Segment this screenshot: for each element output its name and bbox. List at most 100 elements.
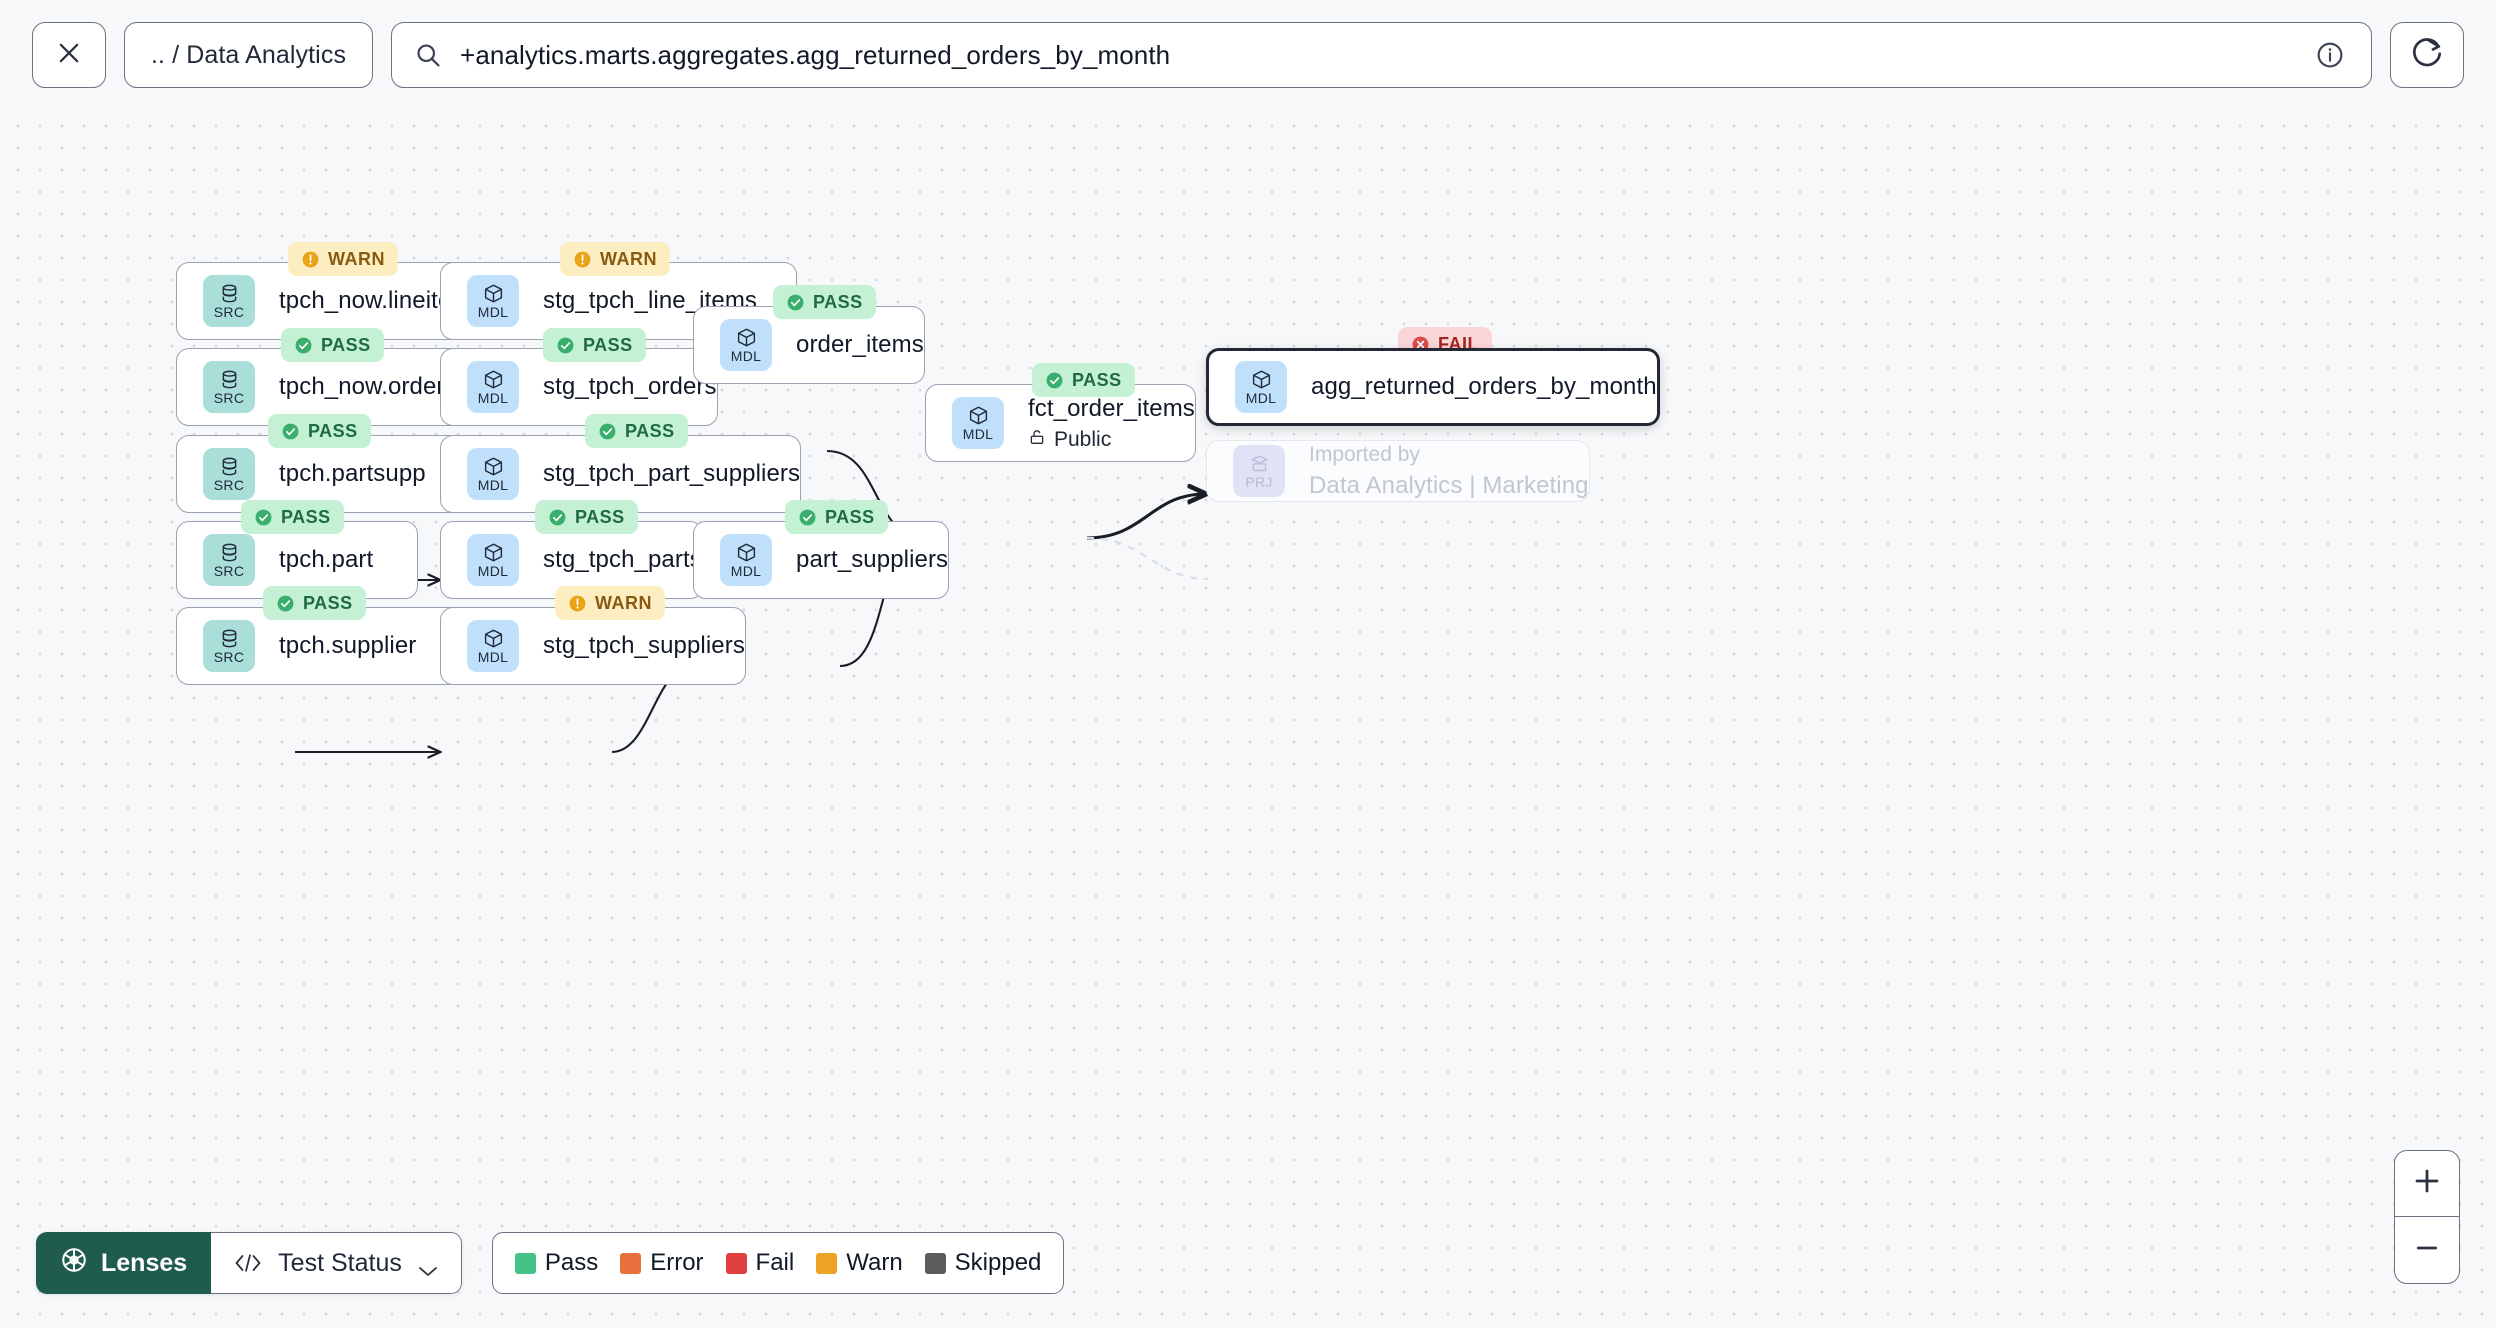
mdl-type-icon: MDL <box>467 361 519 413</box>
legend-label: Error <box>650 1249 704 1276</box>
src-type-icon: SRC <box>203 275 255 327</box>
status-label: WARN <box>595 592 652 613</box>
lenses-button[interactable]: Lenses <box>36 1232 212 1294</box>
src-type-icon: SRC <box>203 361 255 413</box>
plus-icon <box>2412 1166 2442 1201</box>
lineage-node-order_items[interactable]: MDL order_items <box>693 306 925 384</box>
pass-icon <box>1045 371 1064 390</box>
node-kind-label: MDL <box>477 563 509 579</box>
pass-icon <box>548 508 567 527</box>
status-label: PASS <box>625 420 675 441</box>
src-type-icon: SRC <box>203 534 255 586</box>
legend-item-pass[interactable]: Pass <box>514 1249 598 1277</box>
zoom-in-button[interactable] <box>2395 1151 2459 1217</box>
search-input[interactable]: +analytics.marts.aggregates.agg_returned… <box>391 22 2372 88</box>
node-kind-label: MDL <box>962 426 994 442</box>
node-title: tpch.partsupp <box>279 460 426 487</box>
node-body: stg_tpch_suppliers <box>543 632 745 660</box>
breadcrumb[interactable]: .. / Data Analytics <box>124 22 374 88</box>
zoom-out-button[interactable] <box>2395 1217 2459 1283</box>
legend-item-skipped[interactable]: Skipped <box>924 1249 1041 1277</box>
pass-icon <box>294 336 313 355</box>
node-title: stg_tpch_orders <box>543 373 717 400</box>
node-body: tpch.part <box>279 546 373 574</box>
breadcrumb-label: .. / Data Analytics <box>151 40 347 69</box>
node-body: agg_returned_orders_by_month <box>1311 373 1657 401</box>
node-visibility-label: Public <box>1028 428 1195 452</box>
node-title: stg_tpch_suppliers <box>543 632 745 659</box>
test-status-dropdown[interactable]: Test Status <box>211 1232 462 1294</box>
node-title: tpch.part <box>279 546 374 573</box>
legend-swatch <box>924 1252 946 1274</box>
mdl-type-icon: MDL <box>720 534 772 586</box>
lineage-node-agg_returned_orders[interactable]: MDL agg_returned_orders_by_month <box>1206 348 1660 426</box>
node-title: tpch_now.orders <box>279 373 457 400</box>
mdl-type-icon: MDL <box>720 319 772 371</box>
status-badge-tpch_partsupp: PASS <box>268 414 371 448</box>
search-icon <box>414 41 442 69</box>
status-badge-stg_tpch_parts: PASS <box>535 500 638 534</box>
info-icon[interactable] <box>2315 40 2345 70</box>
legend-swatch <box>620 1252 642 1274</box>
lineage-node-tpch_supplier[interactable]: SRC tpch.supplier <box>176 607 464 685</box>
status-label: PASS <box>303 592 353 613</box>
node-title: Data Analytics | Marketing <box>1309 471 1589 499</box>
lenses-control-group: Lenses Test Status <box>36 1232 462 1294</box>
legend-item-fail[interactable]: Fail <box>725 1249 795 1277</box>
node-body: tpch.supplier <box>279 632 416 660</box>
status-badge-stg_tpch_suppliers: WARN <box>555 586 665 620</box>
pass-icon <box>556 336 575 355</box>
lineage-node-tpch_part[interactable]: SRC tpch.part <box>176 521 418 599</box>
status-badge-stg_tpch_orders: PASS <box>543 328 646 362</box>
status-badge-tpch_supplier: PASS <box>263 586 366 620</box>
warn-icon <box>301 250 320 269</box>
node-kind-label: PRJ <box>1245 474 1273 490</box>
status-badge-part_suppliers: PASS <box>785 500 888 534</box>
status-legend: Pass Error Fail Warn Skipped <box>491 1232 1065 1294</box>
lineage-node-stg_tpch_orders[interactable]: MDL stg_tpch_orders <box>440 348 718 426</box>
mdl-type-icon: MDL <box>952 397 1004 449</box>
pass-icon <box>254 508 273 527</box>
src-type-icon: SRC <box>203 620 255 672</box>
legend-label: Fail <box>755 1249 795 1276</box>
node-title: stg_tpch_part_suppliers <box>543 460 801 487</box>
mdl-type-icon: MDL <box>1235 361 1287 413</box>
node-kind-label: MDL <box>1245 390 1277 406</box>
aperture-icon <box>60 1246 88 1281</box>
search-value: +analytics.marts.aggregates.agg_returned… <box>460 39 1171 70</box>
status-badge-stg_tpch_line_items: WARN <box>560 242 670 276</box>
pass-icon <box>786 293 805 312</box>
node-kind-label: MDL <box>477 649 509 665</box>
legend-swatch <box>725 1252 747 1274</box>
pass-icon <box>598 422 617 441</box>
node-sub-text: Public <box>1054 427 1112 451</box>
status-badge-tpch_part: PASS <box>241 500 344 534</box>
node-kind-label: SRC <box>213 649 245 665</box>
status-label: PASS <box>321 334 371 355</box>
legend-item-warn[interactable]: Warn <box>816 1249 903 1277</box>
lineage-node-fct_order_items[interactable]: MDL fct_order_items Public <box>925 384 1196 462</box>
node-title: fct_order_items <box>1028 394 1195 422</box>
status-label: PASS <box>575 506 625 527</box>
zoom-controls <box>2394 1150 2460 1284</box>
node-body: order_items <box>796 331 924 359</box>
test-status-label: Test Status <box>278 1248 402 1277</box>
lenses-label: Lenses <box>101 1248 188 1277</box>
status-label: PASS <box>825 506 875 527</box>
mdl-type-icon: MDL <box>467 620 519 672</box>
refresh-button[interactable] <box>2390 22 2464 88</box>
status-label: WARN <box>328 248 385 269</box>
node-kind-label: MDL <box>477 304 509 320</box>
node-title: order_items <box>796 331 924 358</box>
unlock-icon <box>1028 428 1046 452</box>
node-kind-label: MDL <box>730 563 762 579</box>
close-button[interactable] <box>32 22 106 88</box>
legend-item-error[interactable]: Error <box>620 1249 704 1277</box>
warn-icon <box>573 250 592 269</box>
mdl-type-icon: MDL <box>467 275 519 327</box>
